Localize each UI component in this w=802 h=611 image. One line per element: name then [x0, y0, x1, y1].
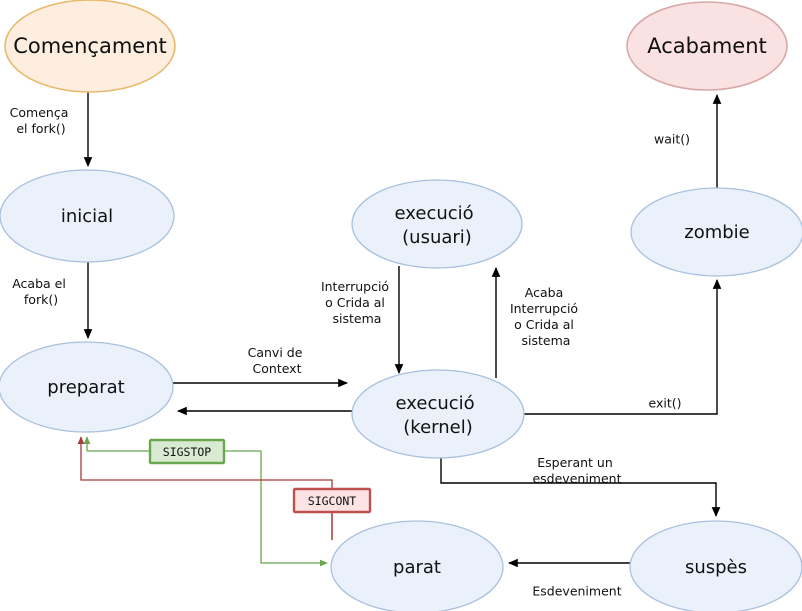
edge-label-acaba-fork: Acaba el fork() [12, 276, 70, 307]
zombie-label: zombie [684, 222, 750, 243]
preparat-label: preparat [47, 377, 124, 398]
edge-kernel-to-suspes: Esperant un esdeveniment [440, 455, 721, 517]
acabament-label: Acabament [647, 34, 767, 58]
sigcont-label: SIGCONT [308, 494, 357, 508]
inicial-ellipse [0, 169, 175, 263]
inicial-label: inicial [61, 206, 113, 227]
suspes-label: suspès [685, 557, 747, 578]
suspes-ellipse [629, 520, 802, 611]
edge-label-acaba-interrupcio: Acaba Interrupció o Crida al sistema [510, 285, 582, 348]
node-suspes[interactable]: suspès [629, 520, 802, 611]
acabament-ellipse [626, 1, 788, 91]
parat-label: parat [393, 557, 441, 578]
node-inicial[interactable]: inicial [0, 169, 175, 263]
sigstop-box-shape [148, 438, 226, 465]
edge-kernel-to-zombie: exit() [524, 279, 722, 415]
node-comencament[interactable]: Començament [4, 0, 176, 93]
edge-label-wait: wait() [654, 132, 690, 147]
node-parat[interactable]: parat [330, 520, 504, 611]
node-execucio-usuari[interactable]: execució (usuari) [351, 179, 523, 269]
edge-zombie-to-acabament: wait() [654, 94, 722, 188]
edge-comencament-to-inicial: Comença el fork() [10, 92, 93, 167]
signal-box-sigstop[interactable]: SIGSTOP [148, 438, 226, 465]
node-acabament[interactable]: Acabament [626, 1, 788, 91]
edge-label-esperant-esdeveniment: Esperant un esdeveniment [532, 455, 621, 486]
preparat-ellipse [0, 341, 174, 433]
edge-label-exit: exit() [649, 396, 682, 411]
edge-kernel-to-usuari: Acaba Interrupció o Crida al sistema [491, 267, 582, 378]
edge-label-canvi-context: Canvi de Context [248, 345, 307, 376]
comencament-ellipse [4, 0, 176, 93]
edge-usuari-to-kernel: Interrupció o Crida al sistema [321, 266, 404, 374]
execucio-kernel-label: execució (kernel) [396, 393, 481, 438]
edge-preparat-to-kernel: Canvi de Context [172, 345, 348, 388]
node-execucio-kernel[interactable]: execució (kernel) [351, 369, 525, 459]
parat-ellipse [330, 520, 504, 611]
execucio-usuari-label: execució (usuari) [395, 203, 480, 248]
zombie-ellipse [630, 187, 802, 277]
node-preparat[interactable]: preparat [0, 341, 174, 433]
sigcont-box-shape [292, 487, 372, 514]
node-zombie[interactable]: zombie [630, 187, 802, 277]
execucio-kernel-ellipse [351, 369, 525, 459]
edge-label-esdeveniment: Esdeveniment [532, 584, 621, 599]
edge-label-comenca-fork: Comença el fork() [10, 105, 73, 136]
sigstop-label: SIGSTOP [163, 445, 212, 459]
edge-inicial-to-preparat: Acaba el fork() [12, 262, 93, 339]
signal-box-sigcont[interactable]: SIGCONT [292, 487, 372, 514]
edge-label-interrupcio-crida: Interrupció o Crida al sistema [321, 279, 393, 326]
execucio-usuari-ellipse [351, 179, 523, 269]
edge-sigstop-preparat-to-parat [83, 436, 328, 567]
edge-suspes-to-parat: Esdeveniment [508, 558, 630, 599]
comencament-label: Començament [13, 34, 167, 58]
